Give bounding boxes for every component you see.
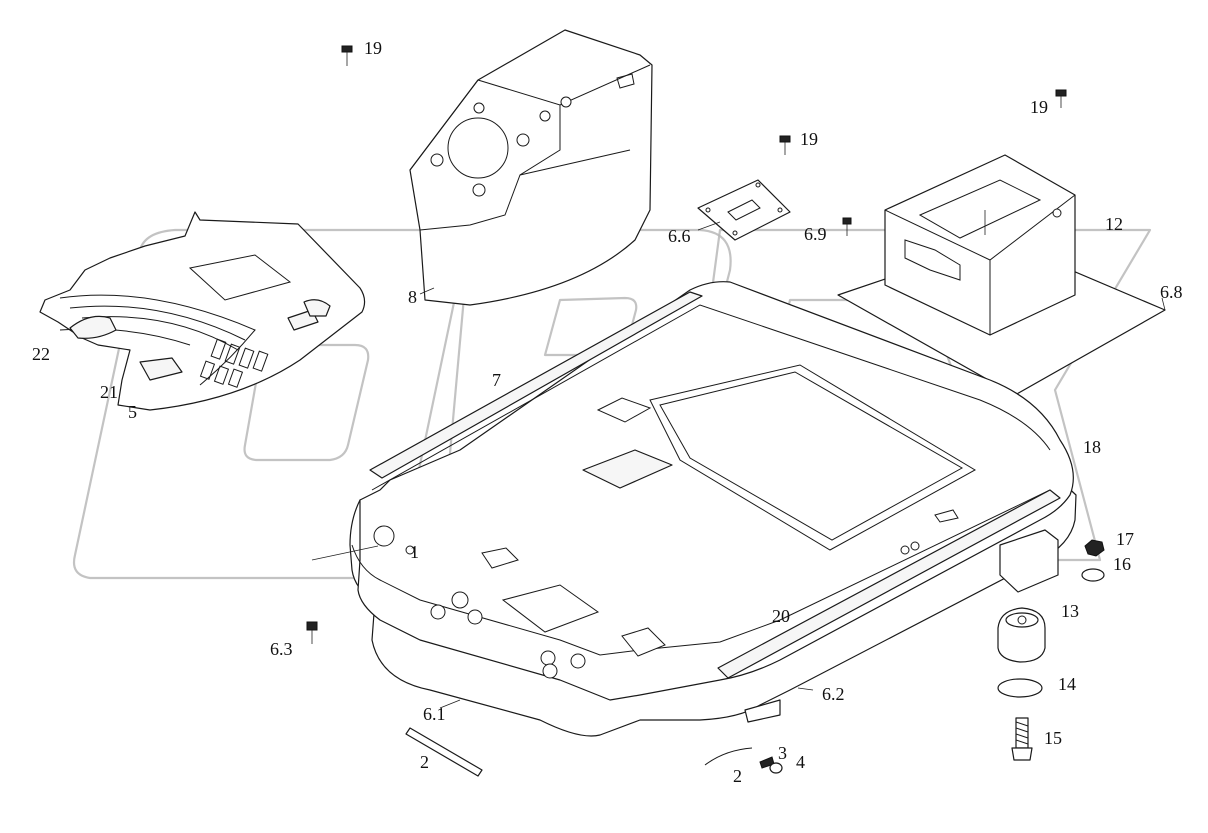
bracket-part-12 <box>837 154 1166 396</box>
plate-part-6-6 <box>697 179 791 241</box>
fasteners <box>405 727 783 777</box>
label-7: 7 <box>492 370 501 390</box>
label-13: 13 <box>1061 601 1079 621</box>
label-16: 16 <box>1113 554 1131 574</box>
nut-part-17 <box>1084 539 1105 557</box>
washer-part-16 <box>1081 568 1105 582</box>
label-21: 21 <box>100 382 118 402</box>
strip-part-7 <box>369 291 703 479</box>
label-6-2: 6.2 <box>822 684 845 704</box>
label-19c: 19 <box>800 129 818 149</box>
label-14: 14 <box>1058 674 1076 694</box>
label-6-1: 6.1 <box>423 704 446 724</box>
label-12: 12 <box>1105 214 1123 234</box>
label-3: 3 <box>778 743 787 763</box>
label-5: 5 <box>128 402 137 422</box>
label-2b: 2 <box>733 766 742 786</box>
floor-frame-part-1 <box>311 281 1077 737</box>
label-18: 18 <box>1083 437 1101 457</box>
washer-part-14 <box>997 678 1043 698</box>
label-8: 8 <box>408 287 417 307</box>
bolts <box>306 45 1067 644</box>
mount-stack <box>997 539 1105 761</box>
callout-labels: 1 2 2 3 4 5 6.1 6.2 6.3 6.6 6.8 6.9 7 8 … <box>32 38 1183 786</box>
label-6-8: 6.8 <box>1160 282 1183 302</box>
strip-part-20 <box>717 489 1061 679</box>
label-6-6: 6.6 <box>668 226 691 246</box>
label-17: 17 <box>1116 529 1134 549</box>
label-19b: 19 <box>1030 97 1048 117</box>
label-2a: 2 <box>420 752 429 772</box>
rubber-insert-21 <box>139 357 183 381</box>
label-6-3: 6.3 <box>270 639 293 659</box>
label-1: 1 <box>410 542 419 562</box>
rod-part-2 <box>405 727 483 777</box>
label-6-9: 6.9 <box>804 224 827 244</box>
label-22: 22 <box>32 344 50 364</box>
label-20: 20 <box>772 606 790 626</box>
label-19a: 19 <box>364 38 382 58</box>
label-15: 15 <box>1044 728 1062 748</box>
label-4: 4 <box>796 752 805 772</box>
rubber-insert-22 <box>69 315 117 339</box>
mount-bracket <box>999 529 1059 593</box>
floor-mat-part-5 <box>39 211 366 411</box>
console-cover-part-8 <box>409 29 653 306</box>
